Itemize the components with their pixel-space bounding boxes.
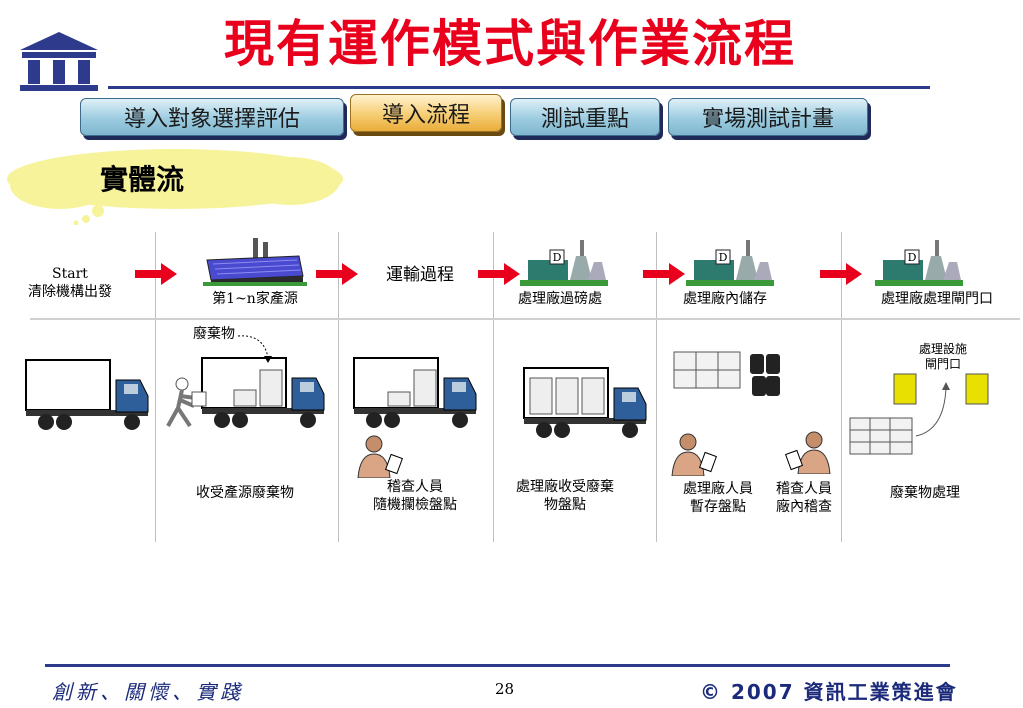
- truck-icon: [523, 367, 647, 438]
- page-number: 28: [495, 680, 515, 698]
- inspector1-task: 隨機攔檢盤點: [373, 497, 457, 513]
- footer-rule: [45, 664, 950, 667]
- tab-field-test-plan[interactable]: 實場測試計畫: [668, 98, 868, 136]
- waste-pointer-icon: [237, 335, 272, 363]
- plant-storage-label: 處理廠內儲存: [683, 291, 767, 307]
- plant-staff-label: 處理廠人員 暫存盤點: [668, 480, 768, 516]
- inspector2-task: 廠內稽查: [776, 499, 832, 515]
- truck-icon: [353, 357, 477, 428]
- truck-icon: [25, 359, 149, 430]
- flow-arrow-icon: [316, 263, 358, 285]
- truck-icon: [201, 357, 325, 428]
- inspector1-label: 稽查人員 隨機攔檢盤點: [350, 478, 480, 514]
- plant-receive-line2: 物盤點: [544, 497, 586, 513]
- inspector-icon: [671, 433, 718, 476]
- tab-test-focus[interactable]: 測試重點: [510, 98, 660, 136]
- plant-receive-label: 處理廠收受廢棄 物盤點: [500, 478, 630, 514]
- start-text: Start: [52, 266, 88, 282]
- storage-stock-icon: [673, 351, 780, 396]
- institute-logo: [20, 32, 98, 91]
- start-label: Start 清除機構出發: [20, 265, 120, 301]
- callout-cloud: [7, 149, 343, 225]
- plant-sign: D: [908, 251, 917, 264]
- plant-sign: D: [553, 251, 562, 264]
- flow-arrow-icon: [478, 263, 520, 285]
- start-origin-text: 清除機構出發: [28, 284, 112, 300]
- inspector2-title: 稽查人員: [776, 481, 832, 497]
- column-divider: [841, 232, 842, 542]
- inspector1-title: 稽查人員: [387, 479, 443, 495]
- plant-staff-title: 處理廠人員: [683, 481, 753, 497]
- tab-selection-evaluation[interactable]: 導入對象選擇評估: [80, 98, 344, 136]
- facility-line2: 閘門口: [924, 357, 961, 371]
- footer-slogan: 創新、關懷、實踐: [52, 680, 244, 704]
- inspector2-label: 稽查人員 廠內稽查: [764, 480, 844, 516]
- plant-icon: D: [520, 240, 608, 286]
- column-divider: [338, 232, 339, 542]
- flow-arrow-icon: [643, 263, 685, 285]
- row-divider: [30, 318, 1020, 320]
- inspector-icon: [784, 431, 831, 474]
- plant-weigh-label: 處理廠過磅處: [518, 291, 602, 307]
- column-divider: [656, 232, 657, 542]
- factory-label: 第1~n家產源: [212, 291, 298, 307]
- receive-label: 收受產源廢棄物: [196, 485, 294, 501]
- worker-icon: [166, 377, 207, 428]
- column-divider: [493, 232, 494, 542]
- transport-label: 運輸過程: [386, 265, 454, 285]
- page-title: 現有運作模式與作業流程: [224, 14, 796, 73]
- plant-sign: D: [719, 251, 728, 264]
- flow-arrow-icon: [135, 263, 177, 285]
- column-divider: [155, 232, 156, 542]
- plant-staff-task: 暫存盤點: [690, 499, 746, 515]
- plant-icon: D: [686, 240, 774, 286]
- facility-gate-label: 處理設施 閘門口: [908, 342, 978, 372]
- waste-label: 廢棄物: [193, 326, 235, 342]
- footer-copyright: © 2007 資訊工業策進會: [700, 680, 958, 704]
- plant-icon: D: [875, 240, 963, 286]
- facility-line1: 處理設施: [918, 342, 967, 356]
- flow-arrow-icon: [820, 263, 862, 285]
- title-rule: [108, 86, 930, 89]
- facility-gate-icon: [849, 373, 989, 455]
- factory-icon: [203, 238, 307, 286]
- plant-receive-line1: 處理廠收受廢棄: [516, 479, 614, 495]
- inspector-icon: [357, 435, 404, 478]
- disposal-label: 廢棄物處理: [890, 485, 960, 501]
- tab-import-process[interactable]: 導入流程: [350, 94, 502, 132]
- plant-gate-label: 處理廠處理閘門口: [881, 291, 993, 307]
- section-label: 實體流: [100, 163, 185, 196]
